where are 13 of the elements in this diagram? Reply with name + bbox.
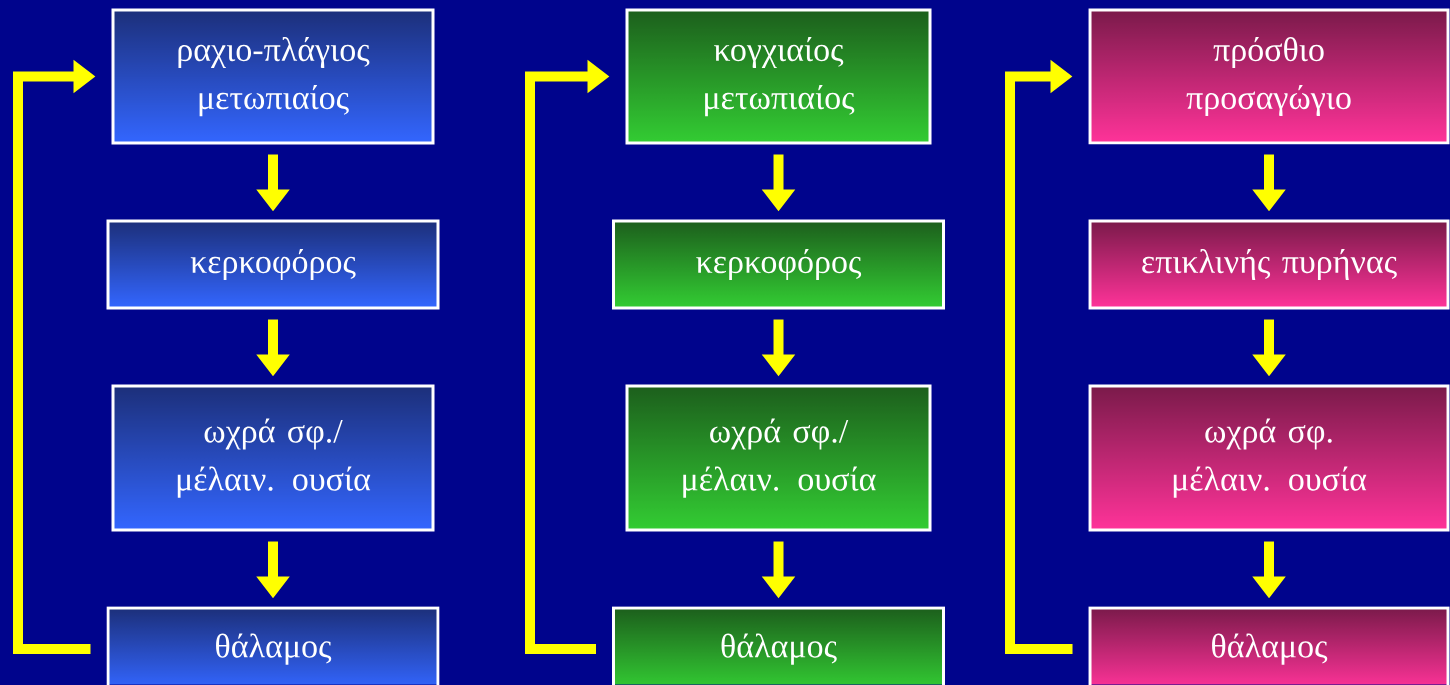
process-box: κερκοφόρος	[612, 219, 945, 310]
process-box: κογχιαίος μετωπιαίος	[625, 8, 932, 145]
process-box: θάλαμος	[612, 606, 945, 685]
process-box: ωχρά σφ. μέλαιν. ουσία	[1088, 384, 1450, 532]
process-box: ωχρά σφ./ μέλαιν. ουσία	[625, 384, 932, 532]
process-box: πρόσθιο προσαγώγιο	[1088, 8, 1450, 145]
process-box: επικλινής πυρήνας	[1088, 219, 1450, 310]
arrow	[1005, 59, 1073, 654]
process-box: κερκοφόρος	[106, 219, 440, 310]
process-box: θάλαμος	[106, 606, 440, 685]
process-box: θάλαμος	[1088, 606, 1450, 685]
process-box: ραχιο-πλάγιος μετωπιαίος	[111, 8, 435, 145]
process-box: ωχρά σφ./ μέλαιν. ουσία	[111, 384, 435, 532]
